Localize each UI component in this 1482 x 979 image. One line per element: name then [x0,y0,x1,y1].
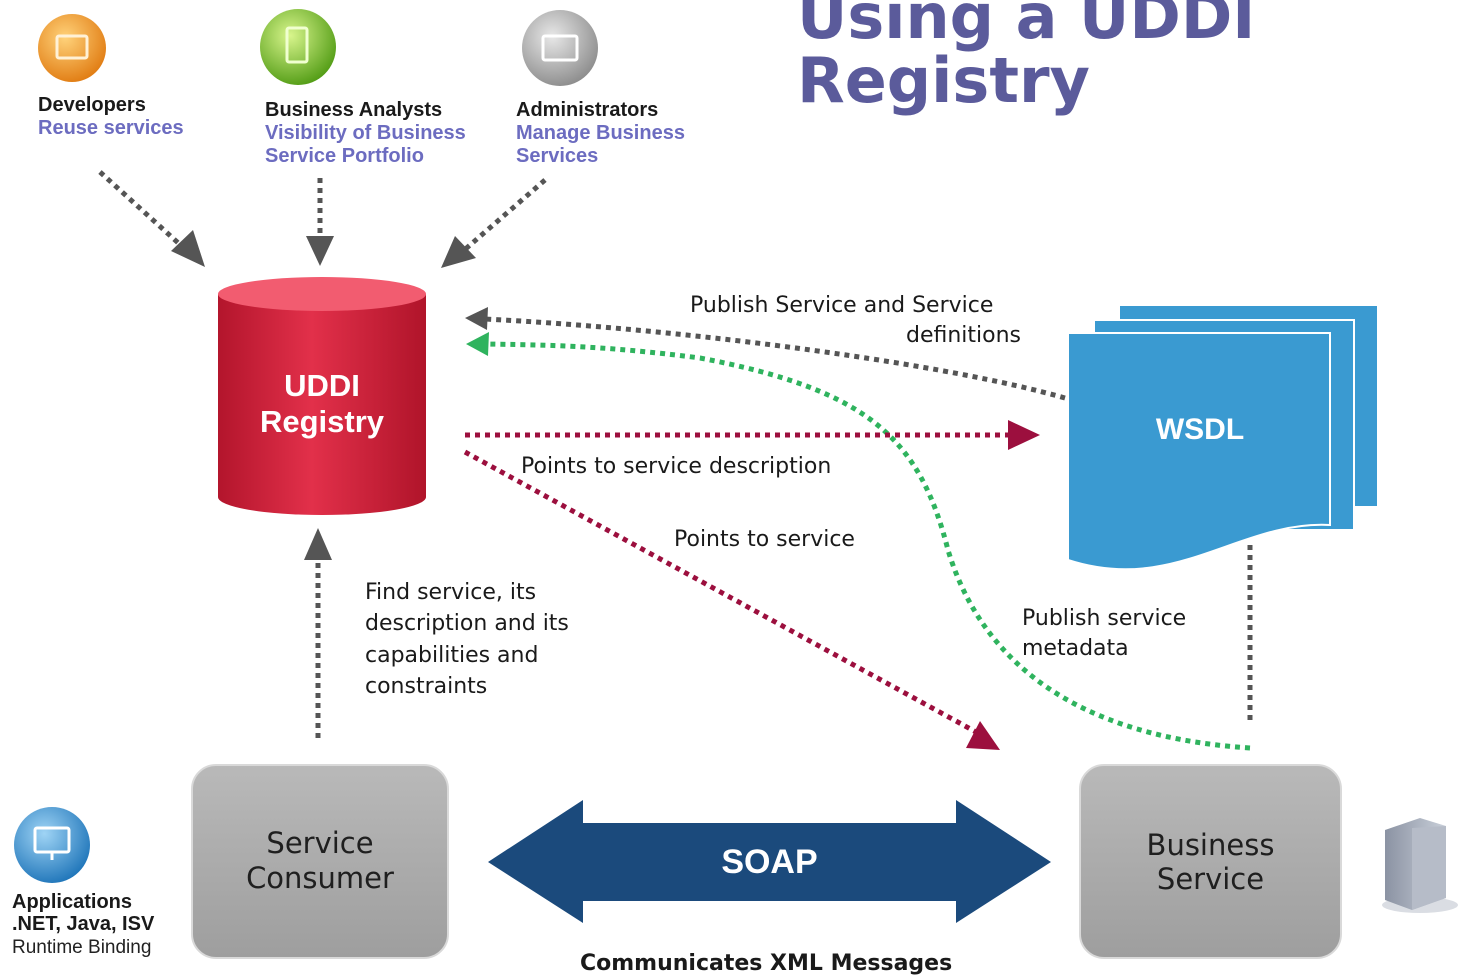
points-service-label: Points to service [674,527,855,552]
find-service-label-3: capabilities and [365,643,539,668]
server-icon [1382,818,1458,913]
administrators-desc-2: Services [516,145,599,167]
uddi-registry-cylinder [218,277,426,515]
developers-label: Developers [38,94,146,116]
business-analysts-label: Business Analysts [265,99,443,121]
applications-label: Applications [12,891,133,913]
business-analysts-desc-2: Service Portfolio [265,145,424,167]
administrators-desc-1: Manage Business [516,122,685,144]
find-service-label-2: description and its [365,611,569,636]
communicates-label: Communicates XML Messages [580,951,953,976]
service-consumer-label-1: Service [266,826,374,860]
find-service-label-4: constraints [365,674,488,699]
wsdl-label: WSDL [1155,413,1245,446]
publish-metadata-label-2: metadata [1022,636,1129,661]
soap-label: SOAP [721,843,818,881]
publish-definitions-label-2: definitions [906,323,1022,348]
analyst-icon [260,9,336,85]
service-consumer-label-2: Consumer [246,861,394,895]
application-icon [14,807,90,883]
points-description-label: Points to service description [521,454,832,479]
publish-metadata-label-1: Publish service [1022,606,1187,631]
business-service-label-1: Business [1146,828,1275,862]
publish-metadata-arrow [466,332,1251,751]
business-service-box [1079,764,1342,959]
administrator-icon [522,10,598,86]
publish-definitions-label-1: Publish Service and Service [690,293,994,318]
role-arrows [98,170,547,268]
publish-definitions-arrow [465,307,1066,401]
page-title-line-1: Using a UDDI [797,0,1256,53]
page-title-line-2: Registry [797,44,1090,117]
points-to-service-arrow [463,449,1000,750]
administrators-label: Administrators [516,99,659,121]
find-service-label-1: Find service, its [365,580,537,605]
applications-binding: Runtime Binding [12,937,152,958]
find-service-arrow [304,528,332,738]
registry-label-1: UDDI [284,368,360,403]
developers-desc: Reuse services [38,117,184,139]
points-to-description-arrow [465,420,1040,450]
business-service-label-2: Service [1156,862,1265,896]
registry-label-2: Registry [259,404,385,439]
developer-icon [38,14,106,82]
applications-platforms: .NET, Java, ISV [12,913,155,935]
wsdl-document-stack [1067,306,1377,571]
business-analysts-desc-1: Visibility of Business [265,122,466,144]
service-consumer-box [191,764,449,959]
soap-double-arrow [488,800,1051,923]
